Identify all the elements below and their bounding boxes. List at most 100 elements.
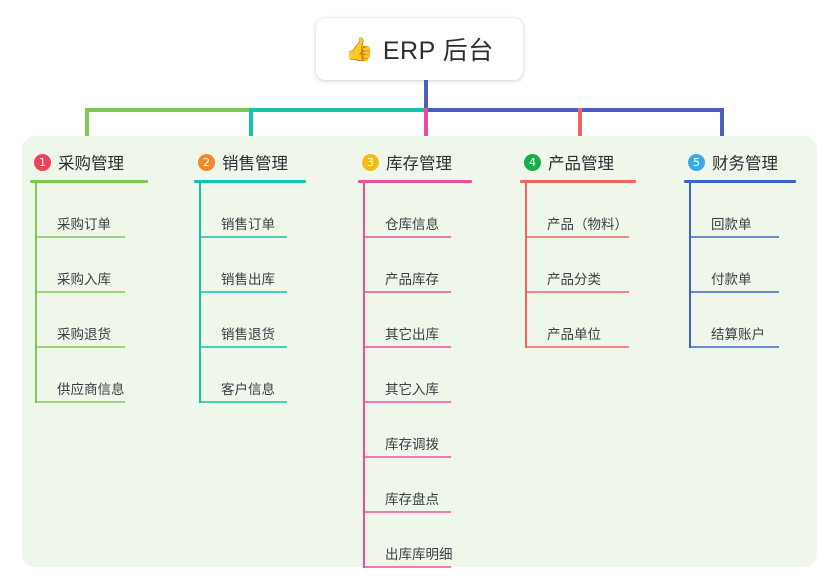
leaf-rule bbox=[363, 236, 451, 238]
connector-bar-green bbox=[85, 108, 252, 112]
branch-spine-5 bbox=[689, 183, 691, 348]
leaf-rule bbox=[199, 401, 287, 403]
connector-stub-5 bbox=[720, 108, 724, 146]
leaf-label: 出库库明细 bbox=[385, 547, 453, 562]
branch-spine-1 bbox=[35, 183, 37, 403]
leaf-rule bbox=[363, 401, 451, 403]
column-header-rule-1 bbox=[30, 180, 148, 183]
leaf-label: 其它入库 bbox=[385, 382, 439, 397]
leaf-rule bbox=[199, 346, 287, 348]
leaf-rule bbox=[525, 346, 629, 348]
leaf-label: 回款单 bbox=[711, 217, 752, 232]
leaf-node[interactable]: 采购入库 bbox=[35, 238, 154, 293]
column-header-rule-2 bbox=[194, 180, 306, 183]
leaf-rule bbox=[35, 236, 125, 238]
leaf-node[interactable]: 客户信息 bbox=[199, 348, 312, 403]
connector-stub-3 bbox=[424, 108, 428, 146]
leaf-node[interactable]: 其它入库 bbox=[363, 348, 478, 403]
column-title-1: 采购管理 bbox=[58, 155, 124, 173]
column-header-2[interactable]: 2 销售管理 bbox=[194, 148, 312, 176]
leaf-rule bbox=[363, 456, 451, 458]
column-header-1[interactable]: 1 采购管理 bbox=[30, 148, 154, 176]
leaf-rule bbox=[689, 236, 779, 238]
column-branch-3: 仓库信息产品库存其它出库其它入库库存调拨库存盘点出库库明细 bbox=[363, 183, 478, 568]
column-header-5[interactable]: 5 财务管理 bbox=[684, 148, 802, 176]
leaf-node[interactable]: 销售订单 bbox=[199, 183, 312, 238]
leaf-node[interactable]: 产品（物料） bbox=[525, 183, 642, 238]
leaf-rule bbox=[689, 346, 779, 348]
leaf-label: 库存调拨 bbox=[385, 437, 439, 452]
column-title-4: 产品管理 bbox=[548, 155, 614, 173]
column-branch-1: 采购订单采购入库采购退货供应商信息 bbox=[35, 183, 154, 403]
leaf-rule bbox=[363, 566, 451, 568]
leaf-label: 其它出库 bbox=[385, 327, 439, 342]
column-header-rule-5 bbox=[684, 180, 796, 183]
column-branch-2: 销售订单销售出库销售退货客户信息 bbox=[199, 183, 312, 403]
connector-bar-blue bbox=[424, 108, 724, 112]
leaf-node[interactable]: 仓库信息 bbox=[363, 183, 478, 238]
root-connector-vertical bbox=[424, 80, 428, 108]
leaf-rule bbox=[35, 291, 125, 293]
branch-spine-3 bbox=[363, 183, 365, 568]
leaf-label: 采购订单 bbox=[57, 217, 111, 232]
leaf-label: 采购入库 bbox=[57, 272, 111, 287]
leaf-node[interactable]: 结算账户 bbox=[689, 293, 802, 348]
leaf-node[interactable]: 采购退货 bbox=[35, 293, 154, 348]
leaf-node[interactable]: 出库库明细 bbox=[363, 513, 478, 568]
leaf-node[interactable]: 销售出库 bbox=[199, 238, 312, 293]
leaf-label: 库存盘点 bbox=[385, 492, 439, 507]
mindmap-panel: 1 采购管理采购订单采购入库采购退货供应商信息 2 销售管理销售订单销售出库销售退货客… bbox=[22, 136, 817, 568]
connector-bar-teal bbox=[252, 108, 424, 112]
leaf-node[interactable]: 库存盘点 bbox=[363, 458, 478, 513]
root-node[interactable]: 👍 ERP 后台 bbox=[316, 18, 523, 80]
leaf-node[interactable]: 库存调拨 bbox=[363, 403, 478, 458]
leaf-node[interactable]: 付款单 bbox=[689, 238, 802, 293]
leaf-node[interactable]: 供应商信息 bbox=[35, 348, 154, 403]
column-title-3: 库存管理 bbox=[386, 155, 452, 173]
leaf-rule bbox=[525, 291, 629, 293]
column-header-rule-3 bbox=[358, 180, 472, 183]
column-badge-1: 1 bbox=[34, 153, 51, 171]
leaf-node[interactable]: 回款单 bbox=[689, 183, 802, 238]
leaf-label: 销售订单 bbox=[221, 217, 275, 232]
column-badge-4: 4 bbox=[524, 153, 541, 171]
leaf-rule bbox=[363, 511, 451, 513]
column-header-4[interactable]: 4 产品管理 bbox=[520, 148, 642, 176]
leaf-rule bbox=[689, 291, 779, 293]
leaf-rule bbox=[363, 291, 451, 293]
column-2: 2 销售管理销售订单销售出库销售退货客户信息 bbox=[194, 148, 312, 403]
leaf-label: 销售退货 bbox=[221, 327, 275, 342]
leaf-label: 销售出库 bbox=[221, 272, 275, 287]
leaf-label: 结算账户 bbox=[711, 327, 765, 342]
column-4: 4 产品管理产品（物料） 产品分类产品单位 bbox=[520, 148, 642, 348]
leaf-node[interactable]: 销售退货 bbox=[199, 293, 312, 348]
leaf-label: 产品单位 bbox=[547, 327, 601, 342]
leaf-node[interactable]: 产品分类 bbox=[525, 238, 642, 293]
connector-stub-1 bbox=[85, 108, 89, 146]
leaf-rule bbox=[525, 236, 629, 238]
branch-spine-2 bbox=[199, 183, 201, 403]
connector-stub-4 bbox=[578, 108, 582, 146]
column-title-2: 销售管理 bbox=[222, 155, 288, 173]
leaf-node[interactable]: 产品库存 bbox=[363, 238, 478, 293]
leaf-label: 付款单 bbox=[711, 272, 752, 287]
connector-stub-2 bbox=[249, 108, 253, 146]
root-title: ERP 后台 bbox=[382, 37, 494, 65]
leaf-label: 产品库存 bbox=[385, 272, 439, 287]
column-badge-2: 2 bbox=[198, 153, 215, 171]
leaf-node[interactable]: 其它出库 bbox=[363, 293, 478, 348]
thumbs-up-icon: 👍 bbox=[345, 35, 374, 62]
column-badge-5: 5 bbox=[688, 153, 705, 171]
leaf-node[interactable]: 产品单位 bbox=[525, 293, 642, 348]
leaf-node[interactable]: 采购订单 bbox=[35, 183, 154, 238]
column-branch-5: 回款单付款单结算账户 bbox=[689, 183, 802, 348]
branch-spine-4 bbox=[525, 183, 527, 348]
leaf-rule bbox=[363, 346, 451, 348]
leaf-rule bbox=[35, 346, 125, 348]
leaf-rule bbox=[199, 236, 287, 238]
leaf-label: 产品分类 bbox=[547, 272, 601, 287]
column-title-5: 财务管理 bbox=[712, 155, 778, 173]
